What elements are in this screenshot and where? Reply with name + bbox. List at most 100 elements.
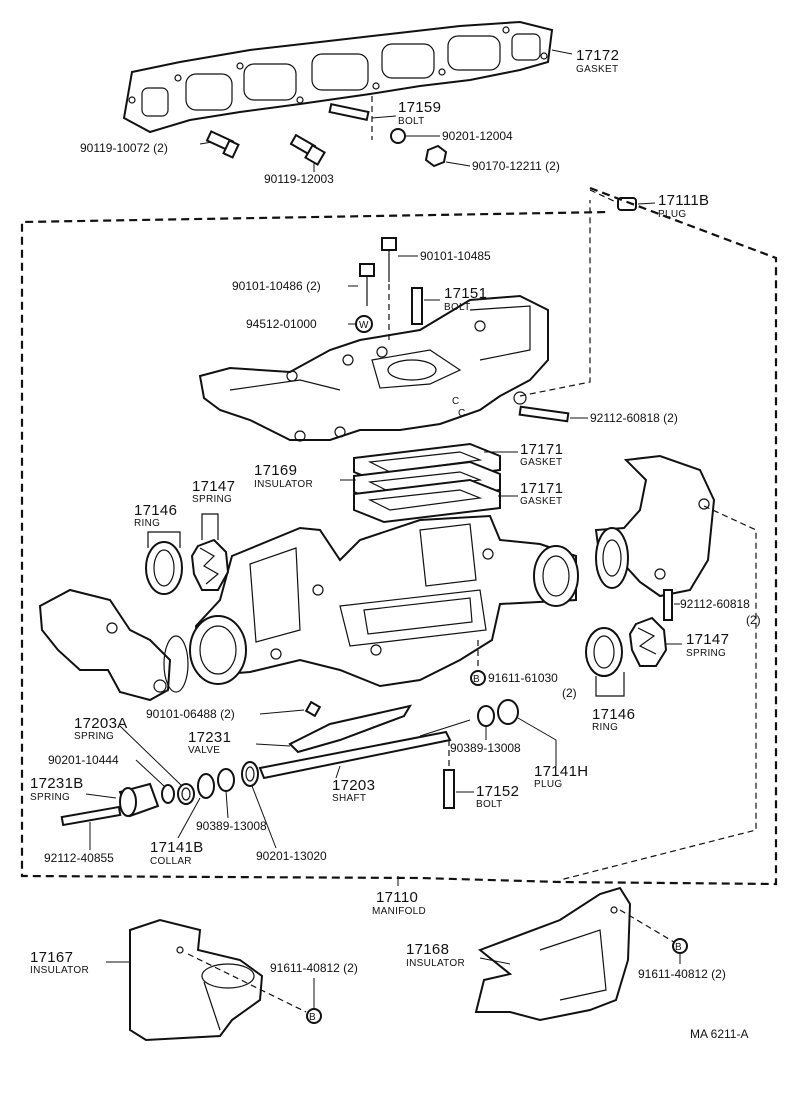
gasket-17171-b-callout: 17171 GASKET	[498, 480, 563, 507]
svg-text:COLLAR: COLLAR	[150, 856, 192, 867]
svg-text:90101-10486 (2): 90101-10486 (2)	[232, 279, 321, 293]
svg-text:90201-10444: 90201-10444	[48, 753, 119, 767]
stud-bolt-17152: 17152 BOLT	[443, 740, 519, 810]
svg-text:RING: RING	[592, 722, 618, 733]
ring-17146-left	[145, 531, 183, 595]
svg-text:90389-13008: 90389-13008	[450, 741, 521, 755]
collar-17141B-callout: 17141B COLLAR	[150, 839, 204, 867]
svg-text:91611-40812 (2): 91611-40812 (2)	[638, 967, 726, 981]
svg-text:17231: 17231	[188, 729, 231, 746]
stud-bolt-17159-drawing	[328, 96, 373, 140]
svg-text:BOLT: BOLT	[476, 799, 503, 810]
upper-manifold-drawing: C C	[198, 294, 549, 442]
svg-text:C: C	[452, 396, 460, 407]
svg-text:PLUG: PLUG	[658, 209, 686, 220]
washer-90201-12004: 90201-12004	[390, 128, 513, 144]
spring-17203A-callout: 17203A SPRING	[74, 715, 128, 742]
svg-text:17146: 17146	[134, 502, 177, 519]
shaft-17203-callout: 17203 SHAFT	[332, 777, 375, 804]
spring-17147-right-callout: 17147 SPRING	[686, 631, 729, 659]
manifold-assembly-frame	[20, 186, 778, 886]
bolt-91611-61030: B 91611-61030 (2)	[470, 640, 577, 700]
spring-17231B-callout: 17231B SPRING	[30, 775, 117, 803]
svg-text:17169: 17169	[254, 462, 297, 479]
svg-text:90389-13008: 90389-13008	[196, 819, 267, 833]
svg-text:BOLT: BOLT	[444, 302, 471, 313]
svg-text:17167: 17167	[30, 949, 73, 966]
bolt-91611-40812-b: B 91611-40812 (2)	[619, 909, 726, 981]
washer-90201-10444: 90201-10444	[48, 753, 175, 804]
svg-text:VALVE: VALVE	[188, 745, 220, 756]
gasket-17171-a-callout: 17171 GASKET	[484, 441, 563, 468]
intake-gasket-drawing	[122, 20, 554, 134]
shaft-17203-drawing	[258, 730, 452, 780]
svg-text:BOLT: BOLT	[398, 116, 425, 127]
svg-text:SHAFT: SHAFT	[332, 793, 366, 804]
svg-text:17203A: 17203A	[74, 715, 128, 732]
svg-text:17171: 17171	[520, 480, 563, 497]
svg-text:SPRING: SPRING	[74, 731, 114, 742]
insulator-17168-drawing	[474, 886, 632, 1022]
plug-leader-dashed	[589, 189, 617, 203]
spring-17147-right	[628, 616, 682, 667]
svg-text:W: W	[359, 320, 369, 331]
svg-text:17203: 17203	[332, 777, 375, 794]
svg-text:(2): (2)	[562, 686, 577, 700]
ring-17146-right-callout: 17146 RING	[592, 706, 635, 733]
bushing-90389-13008-a: 90389-13008	[450, 705, 521, 755]
svg-text:17168: 17168	[406, 941, 449, 958]
svg-text:INSULATOR: INSULATOR	[254, 479, 313, 490]
lower-manifold-drawing	[189, 514, 579, 688]
svg-text:91611-61030: 91611-61030	[488, 671, 558, 685]
svg-text:17141B: 17141B	[150, 839, 204, 856]
svg-text:92112-40855: 92112-40855	[44, 851, 114, 865]
svg-text:90119-12003: 90119-12003	[264, 172, 334, 186]
collar-17141B	[177, 773, 215, 839]
svg-text:90201-12004: 90201-12004	[442, 129, 513, 143]
svg-text:17111B: 17111B	[658, 192, 709, 209]
spring-17147-left-callout: 17147 SPRING	[192, 478, 235, 505]
nut-90170-12211: 90170-12211 (2)	[424, 144, 560, 173]
washer-94512-01000: W 94512-01000	[246, 315, 373, 333]
svg-text:92112-60818: 92112-60818	[680, 597, 750, 611]
svg-text:17151: 17151	[444, 285, 487, 302]
svg-text:17152: 17152	[476, 783, 519, 800]
svg-text:92112-60818 (2): 92112-60818 (2)	[590, 411, 678, 425]
svg-text:17159: 17159	[398, 99, 441, 116]
svg-text:90201-13020: 90201-13020	[256, 849, 327, 863]
left-elbow-pipe	[38, 588, 189, 702]
plug-17141H: 17141H PLUG	[497, 699, 588, 790]
svg-text:C: C	[458, 408, 466, 419]
svg-text:17141H: 17141H	[534, 763, 588, 780]
spring-17231B-body	[118, 782, 160, 818]
bolt-90119-10072: 90119-10072 (2)	[80, 130, 240, 159]
stud-bolt-92112-60818-a: 92112-60818 (2)	[518, 405, 678, 425]
svg-text:INSULATOR: INSULATOR	[406, 958, 465, 969]
bushing-90389-13008-b: 90389-13008	[196, 768, 267, 833]
svg-text:MANIFOLD: MANIFOLD	[372, 906, 426, 917]
svg-text:90101-10485: 90101-10485	[420, 249, 491, 263]
ring-17146-left-callout: 17146 RING	[134, 502, 177, 529]
bolt-91611-40812-a: B 91611-40812 (2)	[187, 953, 358, 1024]
svg-text:90170-12211 (2): 90170-12211 (2)	[472, 159, 560, 173]
ring-17146-right	[585, 627, 625, 697]
shaft-plug-leader	[419, 719, 471, 737]
part-number-label: 17172	[576, 47, 619, 64]
spring-17147-left	[190, 513, 230, 591]
manifold-plug-leader	[519, 200, 591, 397]
insulator-17167-drawing	[106, 918, 264, 1042]
svg-text:90119-10072 (2): 90119-10072 (2)	[80, 141, 168, 155]
svg-text:GASKET: GASKET	[520, 457, 562, 468]
right-elbow-pipe	[594, 454, 716, 598]
manifold-17110-callout: 17110 MANIFOLD	[372, 876, 426, 917]
svg-text:B: B	[675, 942, 682, 953]
plug-17111B: 17111B PLUG	[617, 192, 709, 220]
valve-17231-drawing	[255, 704, 413, 754]
bolt-17159-callout: 17159 BOLT	[371, 99, 441, 127]
svg-text:B: B	[309, 1012, 316, 1023]
stud-bolt-92112-60818-b: 92112-60818 (2)	[663, 589, 761, 627]
svg-text:91611-40812 (2): 91611-40812 (2)	[270, 961, 358, 975]
bolt-90101-10485: 90101-10485	[381, 237, 491, 340]
spring-17203A	[119, 725, 195, 805]
